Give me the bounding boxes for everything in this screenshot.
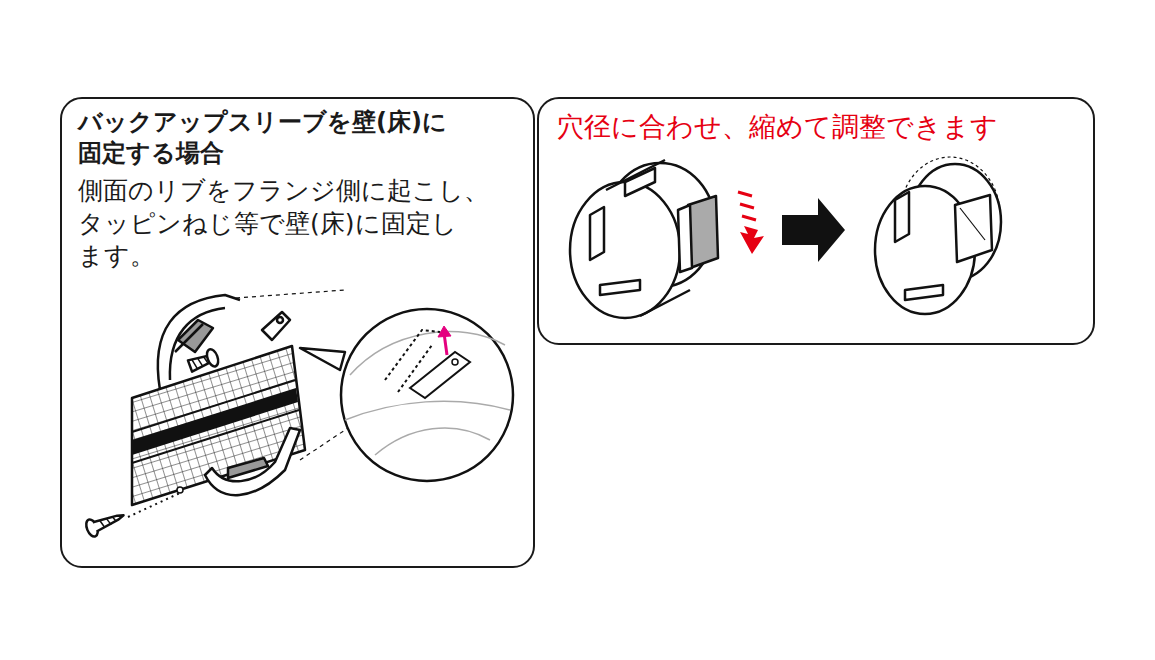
sleeve-after [875, 157, 1001, 314]
magnified-detail [300, 309, 513, 481]
panel-box: 穴径に合わせ、縮めて調整できます [537, 97, 1095, 345]
panel-heading: 穴径に合わせ、縮めて調整できます [557, 109, 1077, 144]
sleeve-illustration [84, 290, 360, 538]
panel-box: バックアップスリーブを壁(床)に 固定する場合側面のリブをフランジ側に起こし、 … [60, 97, 535, 568]
panel-body: 側面のリブをフランジ側に起こし、 タッピンねじ等で壁(床)に固定し ます。 [78, 175, 517, 273]
panel-heading: バックアップスリーブを壁(床)に 固定する場合 [78, 107, 517, 169]
shrink-arrow [738, 192, 845, 262]
sleeve-before [570, 160, 718, 318]
